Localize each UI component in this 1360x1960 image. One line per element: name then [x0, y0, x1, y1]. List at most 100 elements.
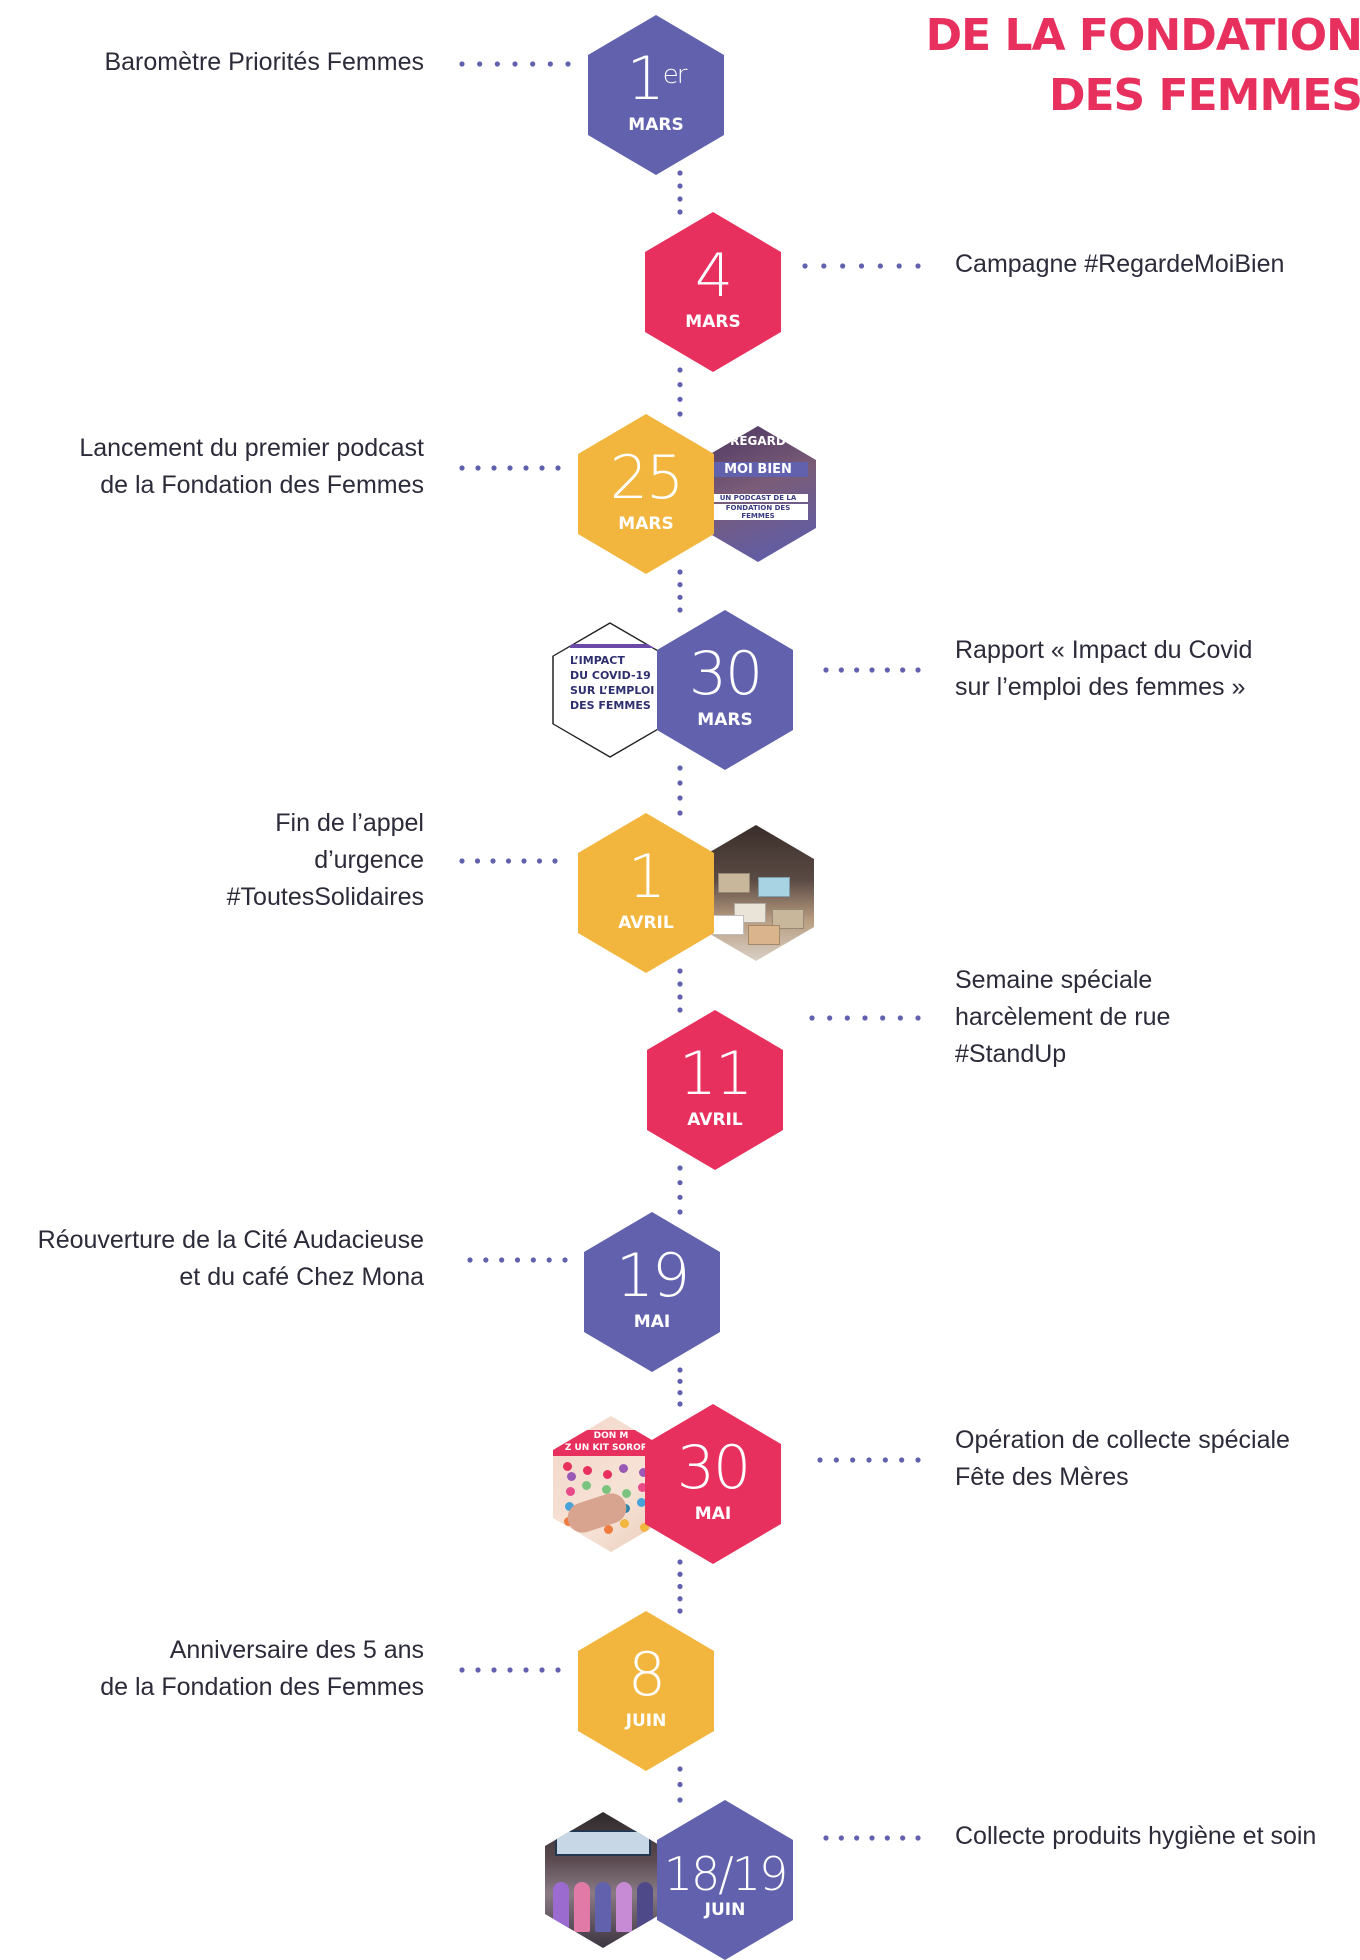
connector-dot — [552, 858, 558, 864]
event-label: Rapport « Impact du Covid sur l’emploi d… — [955, 636, 1253, 701]
connector-dot — [900, 667, 906, 673]
date-month: AVRIL — [687, 1110, 743, 1130]
connector-dot — [915, 1835, 921, 1841]
connector-dot — [809, 1015, 815, 1021]
connector-dot — [555, 1667, 561, 1673]
report-cover-text: SUR L’EMPLOI — [570, 684, 655, 697]
box-shape — [712, 915, 744, 935]
spine-dot — [677, 569, 683, 575]
date-day: 30 — [645, 1438, 781, 1498]
connector-dot — [539, 1667, 545, 1673]
hexagon-shape — [588, 15, 724, 175]
date-day-number: 25 — [609, 443, 684, 513]
date-day: 25 — [578, 448, 714, 508]
connector-dot — [512, 61, 518, 67]
connector-dot — [897, 1015, 903, 1021]
box-shape — [748, 925, 780, 945]
date-month: MAI — [694, 1504, 732, 1524]
report-cover-bar — [570, 644, 658, 648]
connector-dot — [854, 667, 860, 673]
date-month: JUIN — [704, 1900, 746, 1920]
connector-dot — [555, 465, 561, 471]
date-day-number: 11 — [678, 1039, 753, 1109]
person-shape — [616, 1882, 632, 1932]
connector-dot — [840, 263, 846, 269]
date-day-number: 1 — [626, 44, 665, 114]
connector-dot — [547, 61, 553, 67]
spine-dot — [677, 1781, 683, 1788]
date-month: MARS — [685, 312, 741, 332]
kit-banner-text: DON M — [593, 1431, 629, 1441]
date-day: 18/19 — [657, 1844, 793, 1904]
connector-dot — [459, 858, 465, 864]
date-day: 8 — [578, 1645, 714, 1705]
connector-dot — [817, 1457, 823, 1463]
event-label: Semaine spéciale harcèlement de rue #Sta… — [955, 966, 1171, 1068]
spine-dot — [677, 1401, 683, 1407]
date-day: 1er — [588, 49, 724, 109]
date-month: JUIN — [625, 1711, 667, 1731]
spine-dot — [677, 994, 683, 1000]
connector-dot — [490, 858, 496, 864]
connector-dot — [915, 1015, 921, 1021]
bead — [639, 1468, 648, 1477]
event-label: Collecte produits hygiène et soin — [955, 1822, 1317, 1850]
event-label: Fin de l’appel d’urgence #ToutesSolidair… — [226, 809, 424, 911]
spine-dot — [677, 1766, 683, 1772]
person-shape — [553, 1882, 569, 1932]
connector-dot — [899, 1457, 905, 1463]
date-month: AVRIL — [618, 913, 674, 933]
connector-dot — [915, 263, 921, 269]
connector-dot — [491, 1667, 497, 1673]
connector-dot — [838, 1835, 844, 1841]
connector-dot — [459, 1667, 465, 1673]
box-shape — [718, 873, 750, 893]
connector-dot — [565, 61, 571, 67]
spine-dot — [677, 183, 683, 189]
event-label: Baromètre Priorités Femmes — [104, 48, 424, 76]
event-label: Réouverture de la Cité Audacieuse et du … — [37, 1226, 424, 1291]
spine-dot — [677, 1608, 683, 1614]
bead — [638, 1483, 647, 1492]
spine-dot — [677, 780, 683, 786]
spine-dot — [677, 1596, 683, 1602]
connector-dot — [802, 263, 808, 269]
connector-dot — [866, 1457, 872, 1463]
title-line-2: DES FEMMES — [1048, 70, 1360, 121]
connector-dot — [896, 263, 902, 269]
date-day-number: 30 — [688, 639, 763, 709]
connector-dot — [530, 1257, 536, 1263]
date-day-suffix: er — [662, 60, 688, 90]
connector-dot — [884, 667, 890, 673]
spine-dot — [677, 1194, 683, 1200]
date-day: 1 — [578, 847, 714, 907]
spine-dot — [677, 968, 683, 974]
connector-dot — [880, 1015, 886, 1021]
bead — [622, 1489, 631, 1498]
connector-dot — [546, 1257, 552, 1263]
spine-dot — [677, 1378, 683, 1384]
spine-dot — [677, 382, 683, 388]
connector-dot — [536, 858, 543, 864]
spine-dot — [677, 209, 683, 215]
date-day-number: 18/19 — [663, 1847, 789, 1901]
person-shape — [574, 1882, 590, 1932]
connector-dot — [530, 61, 536, 67]
connector-dot — [854, 1835, 860, 1841]
connector-dot — [467, 1257, 473, 1263]
hexagon-shape — [578, 813, 714, 973]
connector-dot — [499, 1257, 505, 1263]
spine-dot — [677, 1583, 683, 1590]
connector-dot — [823, 1835, 829, 1841]
spine-dot — [677, 795, 683, 801]
connector-dot — [475, 465, 481, 471]
spine-dot — [677, 1180, 683, 1186]
